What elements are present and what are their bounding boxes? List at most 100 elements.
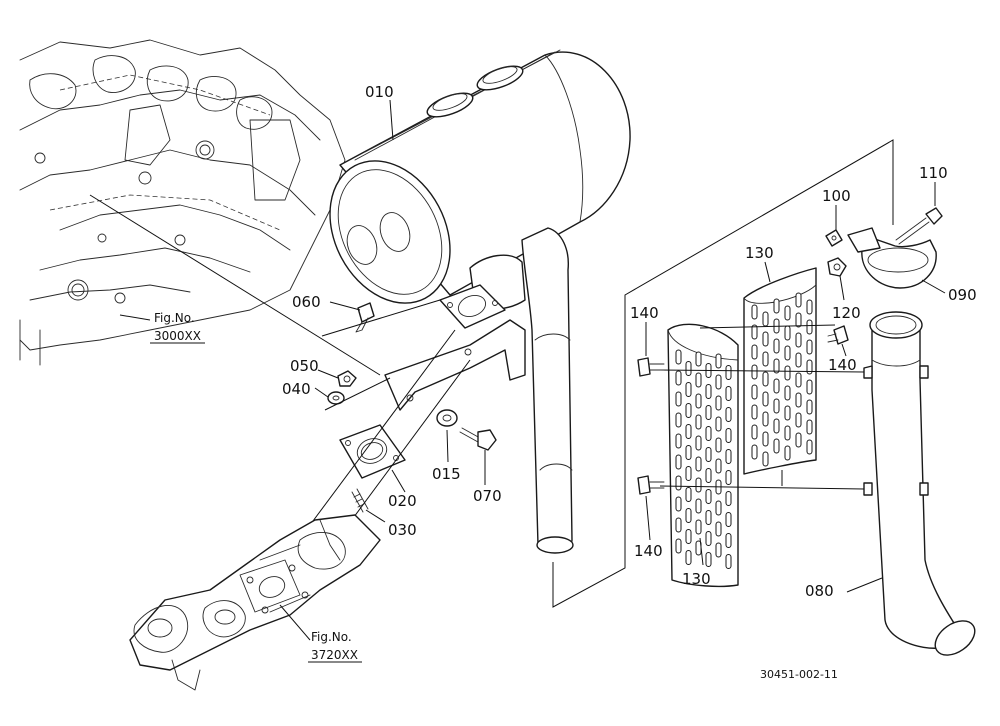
bolt-140-upper-left xyxy=(637,357,665,377)
leader-030 xyxy=(365,509,386,523)
perforation-slot xyxy=(773,438,780,454)
perforation-slot xyxy=(806,299,813,315)
engine-fig-code: 3000XX xyxy=(154,329,201,343)
perforation-slot xyxy=(795,372,802,388)
perforation-slot xyxy=(685,445,692,460)
manifold-fig-reference: Fig.No. 3720XX xyxy=(279,604,362,663)
part-label-140-upper: 140 xyxy=(630,304,659,322)
perforation-slot xyxy=(695,351,702,367)
perforation-slot xyxy=(806,319,813,335)
leader-015 xyxy=(446,429,449,463)
perforation-slot xyxy=(725,533,732,548)
leader-040 xyxy=(314,387,329,398)
bolt-140-lower-left xyxy=(637,475,665,495)
perforation-slot xyxy=(675,412,682,428)
perforation-slot xyxy=(675,391,682,407)
perforation-slot xyxy=(773,338,780,354)
perforation-slot xyxy=(806,339,813,355)
part-label-130-bottom: 130 xyxy=(682,570,711,588)
perforation-slot xyxy=(695,414,702,430)
perforation-slot xyxy=(725,386,732,401)
leader-080 xyxy=(846,577,883,593)
perforation-slot xyxy=(795,312,802,328)
guide-line-shield-top xyxy=(659,369,865,373)
guide-line-060 xyxy=(321,299,441,337)
perforation-slot xyxy=(675,517,682,533)
perforation-slot xyxy=(685,403,692,418)
engine-fig-reference: Fig.No. 3000XX xyxy=(119,311,205,344)
part-label-140-right: 140 xyxy=(828,356,857,374)
perforation-slot xyxy=(695,435,702,451)
guide-line-040 xyxy=(324,377,391,411)
leader-140-right xyxy=(841,343,847,357)
perforation-slot xyxy=(685,466,692,481)
perforation-slot xyxy=(705,426,712,441)
part-label-015: 015 xyxy=(432,465,461,483)
perforation-slot xyxy=(762,311,769,327)
perforation-slot xyxy=(705,384,712,399)
perforation-slot xyxy=(762,411,769,427)
perforation-slot xyxy=(806,439,813,455)
perforation-slot xyxy=(705,531,712,546)
perforation-slot xyxy=(784,345,791,361)
perforation-slot xyxy=(725,512,732,527)
perforation-slot xyxy=(715,374,722,390)
bolt-140-right xyxy=(827,325,849,345)
leader-010 xyxy=(389,99,394,141)
perforation-slot xyxy=(695,477,702,493)
perforation-slot xyxy=(715,353,722,369)
perforation-slot xyxy=(725,554,732,569)
leader-060 xyxy=(329,301,361,311)
perforation-slot xyxy=(685,361,692,376)
perforation-slot xyxy=(725,407,732,422)
perforation-slot xyxy=(695,372,702,388)
part-label-070: 070 xyxy=(473,487,502,505)
part-label-090: 090 xyxy=(948,286,977,304)
perforation-slot xyxy=(773,418,780,434)
perforation-slot xyxy=(725,365,732,380)
perforation-slot xyxy=(751,364,758,380)
perforation-slot xyxy=(715,416,722,432)
perforation-slot xyxy=(784,305,791,321)
muffler xyxy=(329,49,631,554)
guide-line-shield-mid xyxy=(699,324,836,329)
perforation-slot xyxy=(751,404,758,420)
part-label-040: 040 xyxy=(282,380,311,398)
part-label-110: 110 xyxy=(919,164,948,182)
perforation-slot xyxy=(715,500,722,516)
perforation-slot xyxy=(705,447,712,462)
perforation-slot xyxy=(751,384,758,400)
perforation-slot xyxy=(685,508,692,523)
perforation-slot xyxy=(685,550,692,565)
perforation-slot xyxy=(795,352,802,368)
perforation-slot xyxy=(784,405,791,421)
part-label-030: 030 xyxy=(388,521,417,539)
perforation-slot xyxy=(762,391,769,407)
clamp-090 xyxy=(847,227,937,289)
perforation-slot xyxy=(784,365,791,381)
part-label-010: 010 xyxy=(365,83,394,101)
perforation-slot xyxy=(784,445,791,461)
perforation-slot xyxy=(773,378,780,394)
washer-100 xyxy=(825,229,843,247)
perforation-slot xyxy=(715,458,722,474)
perforation-slot xyxy=(751,344,758,360)
perforation-slot xyxy=(705,468,712,483)
perforation-slot xyxy=(762,451,769,467)
perforation-slot xyxy=(762,331,769,347)
washer-040 xyxy=(327,391,345,405)
gasket-020 xyxy=(339,424,406,479)
engine-block xyxy=(19,39,346,366)
perforation-slot xyxy=(715,542,722,558)
perforation-slot xyxy=(751,424,758,440)
perforation-slot xyxy=(806,399,813,415)
perforation-slot xyxy=(695,456,702,472)
perforation-slot xyxy=(725,470,732,485)
perforation-slot xyxy=(695,498,702,514)
perforation-slot xyxy=(675,454,682,470)
leader-120 xyxy=(839,275,845,301)
perforation-slot xyxy=(685,487,692,502)
perforation-slot xyxy=(806,359,813,375)
assembly-guide-line xyxy=(89,194,381,376)
